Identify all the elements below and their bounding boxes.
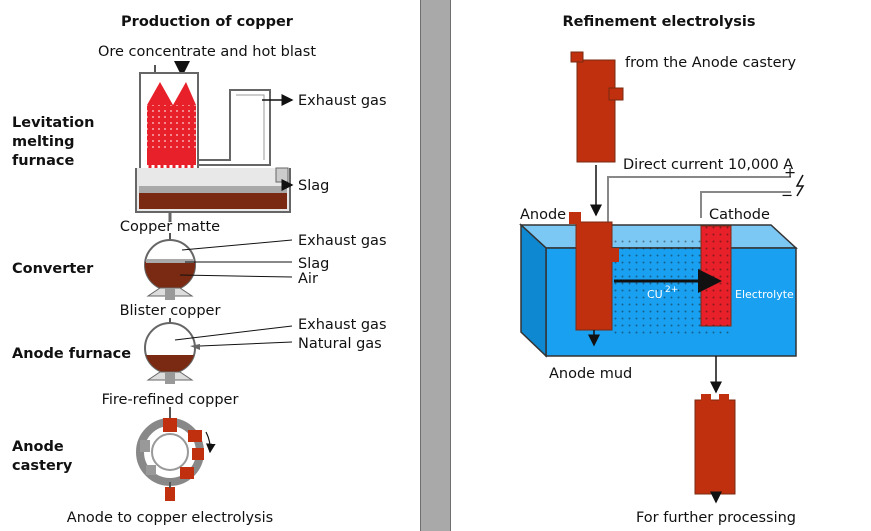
cathode-plate [700, 225, 732, 327]
further-processing-label: For further processing [636, 510, 796, 526]
output-cathode-plate [694, 394, 736, 495]
anode-castery-wheel [136, 407, 216, 501]
natural-gas-label: Natural gas [298, 336, 382, 352]
ore-label: Ore concentrate and hot blast [98, 44, 316, 60]
incoming-anode-plate [570, 51, 624, 163]
electrolysis-title: Refinement electrolysis [562, 14, 755, 30]
exhaust-gas-label-2: Exhaust gas [298, 233, 387, 249]
anode-label: Anode [520, 207, 566, 223]
plus-sign: + [784, 165, 796, 181]
anode-plate [569, 212, 619, 331]
cu-ion-label: CU [647, 288, 663, 301]
step-label-converter: Converter [12, 261, 94, 277]
copper-matte-label: Copper matte [120, 219, 220, 235]
converter [144, 233, 293, 300]
step-label-anode-castery-1: Anode [12, 439, 64, 455]
cu-charge-label: 2+ [665, 285, 678, 295]
direct-current-label: Direct current 10,000 A [623, 157, 793, 173]
fire-refined-copper-label: Fire-refined copper [102, 392, 239, 408]
production-title: Production of copper [121, 14, 294, 30]
cathode-label: Cathode [709, 207, 770, 223]
step-label-anode-furnace: Anode furnace [12, 346, 131, 362]
blister-copper-label: Blister copper [120, 303, 221, 319]
minus-sign: − [781, 188, 793, 204]
production-diagram: Production of copper Ore concentrate and… [12, 14, 387, 526]
production-panel: Production of copper Ore concentrate and… [0, 0, 421, 531]
anode-mud-label: Anode mud [549, 366, 632, 382]
electrolyte-label: Electrolyte [735, 288, 794, 301]
exhaust-gas-label-3: Exhaust gas [298, 317, 387, 333]
step-label-levitation-2: melting [12, 134, 75, 150]
electrolysis-diagram: Refinement electrolysis from the Anode c… [519, 14, 805, 526]
from-castery-label: from the Anode castery [625, 55, 796, 71]
air-label: Air [298, 271, 318, 287]
lightning-icon [795, 174, 805, 197]
step-label-levitation-1: Levitation [12, 115, 94, 131]
step-label-anode-castery-2: castery [12, 458, 73, 474]
slag-label-2: Slag [298, 256, 329, 272]
slag-label-1: Slag [298, 178, 329, 194]
exhaust-gas-label-1: Exhaust gas [298, 93, 387, 109]
electrolysis-panel: Refinement electrolysis from the Anode c… [450, 0, 871, 531]
step-label-levitation-3: furnace [12, 153, 74, 169]
anode-furnace [144, 318, 293, 384]
anode-to-electrolysis-label: Anode to copper electrolysis [67, 510, 273, 526]
levitation-furnace [135, 65, 294, 222]
